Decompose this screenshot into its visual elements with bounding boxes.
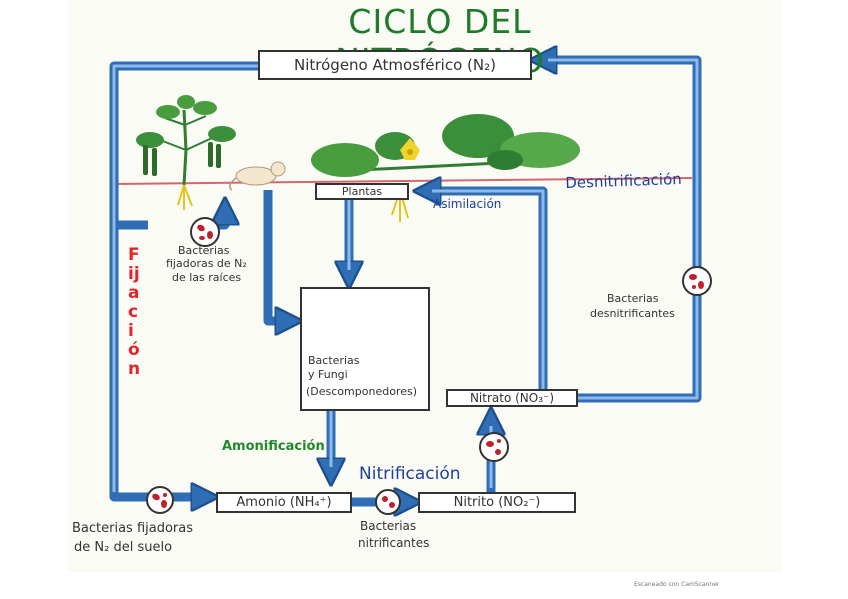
label-bact-raices-2: fijadoras de N₂	[166, 257, 247, 270]
arrow-animal-down	[263, 190, 292, 321]
box-nitrito: Nitrito (NO₂⁻)	[418, 492, 576, 513]
label-bact-raices-3: de las raíces	[172, 271, 242, 284]
box-plantas: Plantas	[315, 183, 409, 200]
box-nitrogeno-atmosferico: Nitrógeno Atmosférico (N₂)	[258, 50, 532, 80]
process-asimilacion: Asimilación	[433, 197, 502, 211]
label-bact-suelo-1: Bacterias fijadoras	[72, 521, 194, 536]
descomponedores-line-2: y Fungi	[308, 368, 348, 381]
bean-plant-icon	[136, 95, 236, 210]
box-amonio: Amonio (NH₄⁺)	[216, 492, 352, 513]
arrow-highlights	[112, 58, 699, 492]
label-bact-nitrif-1: Bacterias	[360, 519, 417, 533]
bacteria-icon-roots	[190, 217, 220, 247]
squash-plant-icon	[311, 114, 580, 222]
label-bact-desnit-1: Bacterias	[607, 292, 659, 305]
label-bact-raices-1: Bacterias	[178, 244, 230, 257]
bacteria-icon-nitrif	[375, 489, 401, 515]
arrow-desnitrificacion	[540, 60, 702, 403]
bacteria-icon-nitrato	[479, 432, 509, 462]
descomponedores-line-3: (Descomponedores)	[306, 385, 417, 398]
arrow-asimilacion	[424, 191, 548, 396]
bacteria-icon-suelo	[146, 486, 174, 514]
process-nitrificacion: Nitrificación	[359, 464, 461, 484]
box-nitrato: Nitrato (NO₃⁻)	[446, 389, 578, 407]
mouse-icon	[229, 161, 286, 191]
label-bact-desnit-2: desnitrificantes	[590, 307, 675, 320]
box-descomponedores	[300, 287, 430, 411]
process-fijacion: Fijación	[128, 245, 141, 379]
process-amonificacion: Amonificación	[222, 439, 325, 454]
scanner-credit: Escaneado con CamScanner	[634, 581, 720, 588]
label-bact-nitrif-2: nitrificantes	[358, 536, 430, 550]
descomponedores-line-1: Bacterias	[308, 354, 360, 367]
bacteria-icon-desnit	[682, 266, 712, 296]
ground-line	[109, 177, 693, 185]
label-bact-suelo-2: de N₂ del suelo	[74, 540, 173, 555]
